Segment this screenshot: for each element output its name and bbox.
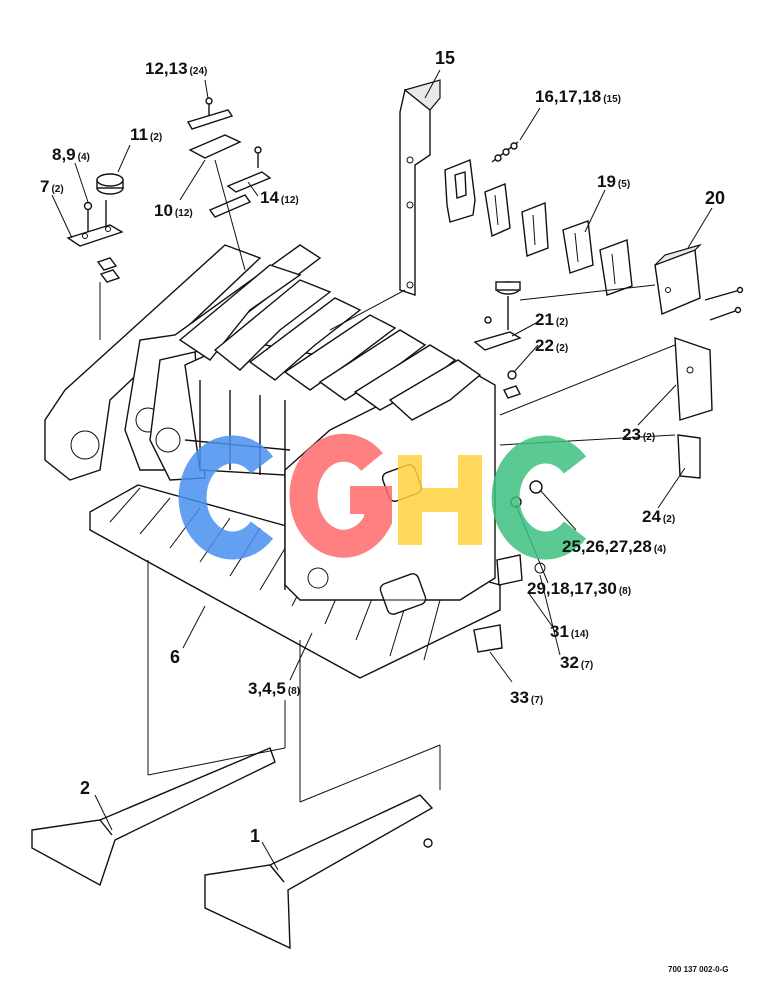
- callout-12-13: 12,13(24): [145, 59, 207, 78]
- callout-23: 23(2): [622, 425, 655, 444]
- part-21-22-knob-bracket: [473, 281, 522, 399]
- callout-10: 10(12): [154, 201, 193, 220]
- callout-2: 2: [80, 778, 90, 798]
- part-20-plate: [654, 243, 744, 321]
- callout-6: 6: [170, 647, 180, 667]
- part-1-rail: [204, 640, 441, 950]
- watermark-letter-g: [289, 433, 392, 558]
- callout-8-9: 8,9(4): [52, 145, 90, 164]
- callout-11: 11(2): [130, 125, 162, 144]
- figure-code: 700 137 002-0-G: [668, 965, 729, 974]
- watermark-letter-h: [398, 455, 482, 545]
- callout-25-28: 25,26,27,28(4): [562, 537, 666, 556]
- part-15-bracket: [329, 79, 441, 331]
- callout-31: 31(14): [550, 622, 589, 641]
- callout-7: 7(2): [40, 177, 64, 196]
- part-11-knob: [96, 173, 124, 195]
- part-23-24-brackets: [674, 336, 713, 479]
- part-10-clip: [188, 134, 252, 271]
- callout-22: 22(2): [535, 336, 568, 355]
- callout-21: 21(2): [535, 310, 568, 329]
- callout-14: 14(12): [260, 188, 299, 207]
- callout-3-4-5: 3,4,5(8): [248, 679, 300, 698]
- knife-holders: [178, 264, 482, 421]
- leader-lines: [51, 69, 713, 871]
- part-2-rail: [31, 560, 286, 887]
- callouts: 12,13(24) 15 16,17,18(15) 11(2) 8,9(4) 7…: [40, 48, 725, 846]
- callout-15: 15: [435, 48, 455, 68]
- callout-32: 32(7): [560, 653, 593, 672]
- callout-19: 19(5): [597, 172, 630, 191]
- callout-1: 1: [250, 826, 260, 846]
- part-14-clip: [226, 146, 272, 193]
- watermark: [178, 433, 587, 560]
- part-7-bracket: [66, 200, 124, 340]
- callout-20: 20: [705, 188, 725, 208]
- part-12-13-bolt: [186, 97, 234, 130]
- part-19-knife-guides: [444, 159, 633, 296]
- watermark-letter-c1: [178, 435, 274, 560]
- part-16-17-18-hardware: [491, 141, 519, 163]
- callout-33: 33(7): [510, 688, 543, 707]
- callout-24: 24(2): [642, 507, 675, 526]
- callout-16-17-18: 16,17,18(15): [535, 87, 621, 106]
- callout-29-30: 29,18,17,30(8): [527, 579, 631, 598]
- watermark-letter-c2: [491, 435, 587, 560]
